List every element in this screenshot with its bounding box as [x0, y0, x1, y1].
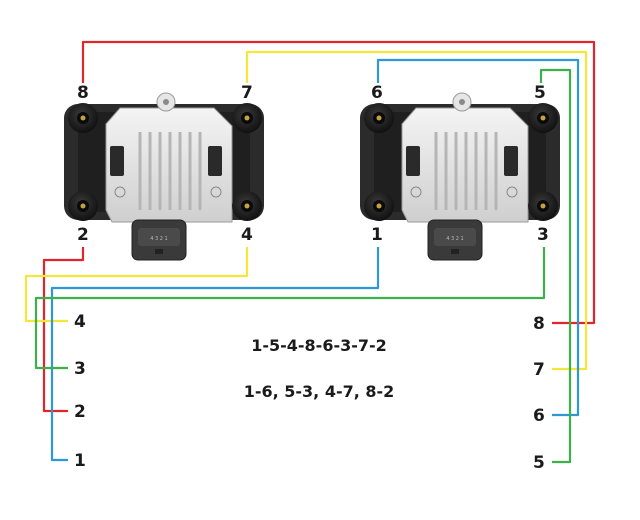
- right-terminal-labels: 8 7 6 5: [533, 314, 545, 473]
- coil-tower-8: [68, 103, 98, 133]
- coil-tower-4: [232, 191, 262, 221]
- wire-yellow-pin-4: [24, 247, 249, 323]
- coil-pin-labels: 8 7 2 4 6 5 1 3: [77, 83, 549, 245]
- coil-pack-right: 4 3 2 1: [360, 92, 560, 261]
- pin-label-8: 8: [77, 83, 89, 103]
- firing-order-text: 1-5-4-8-6-3-7-2: [251, 336, 387, 355]
- wires: [24, 40, 596, 464]
- coil-tower-3: [528, 191, 558, 221]
- coil-tower-2: [68, 191, 98, 221]
- connector-code-right: 4 3 2 1: [446, 236, 464, 242]
- wire-yellow-pin-7: [245, 50, 588, 371]
- left-terminal-4: 4: [74, 312, 86, 332]
- coil-tower-6: [364, 103, 394, 133]
- pin-label-6: 6: [371, 83, 383, 103]
- pin-label-2: 2: [77, 225, 89, 245]
- pin-label-7: 7: [241, 83, 253, 103]
- right-terminal-5: 5: [533, 453, 545, 473]
- pin-label-3: 3: [537, 225, 549, 245]
- left-terminal-labels: 4 3 2 1: [74, 312, 86, 471]
- right-terminal-7: 7: [533, 360, 545, 380]
- coil-pack-left: 4 3 2 1: [64, 92, 264, 261]
- pin-label-1: 1: [371, 225, 383, 245]
- coil-tower-7: [232, 103, 262, 133]
- pin-label-4: 4: [241, 225, 253, 245]
- coil-tower-5: [528, 103, 558, 133]
- wire-red-pin-8: [81, 40, 596, 325]
- cylinder-pairs-text: 1-6, 5-3, 4-7, 8-2: [244, 382, 395, 401]
- right-terminal-8: 8: [533, 314, 545, 334]
- right-terminal-6: 6: [533, 406, 545, 426]
- wire-blue-pin-1: [50, 247, 380, 462]
- wire-green-pin-3: [34, 247, 546, 370]
- left-terminal-1: 1: [74, 451, 86, 471]
- connector-code-left: 4 3 2 1: [150, 236, 168, 242]
- left-terminal-2: 2: [74, 402, 86, 422]
- left-terminal-3: 3: [74, 359, 86, 379]
- coil-tower-1: [364, 191, 394, 221]
- wire-green-pin-5: [539, 68, 572, 464]
- pin-label-5: 5: [534, 83, 546, 103]
